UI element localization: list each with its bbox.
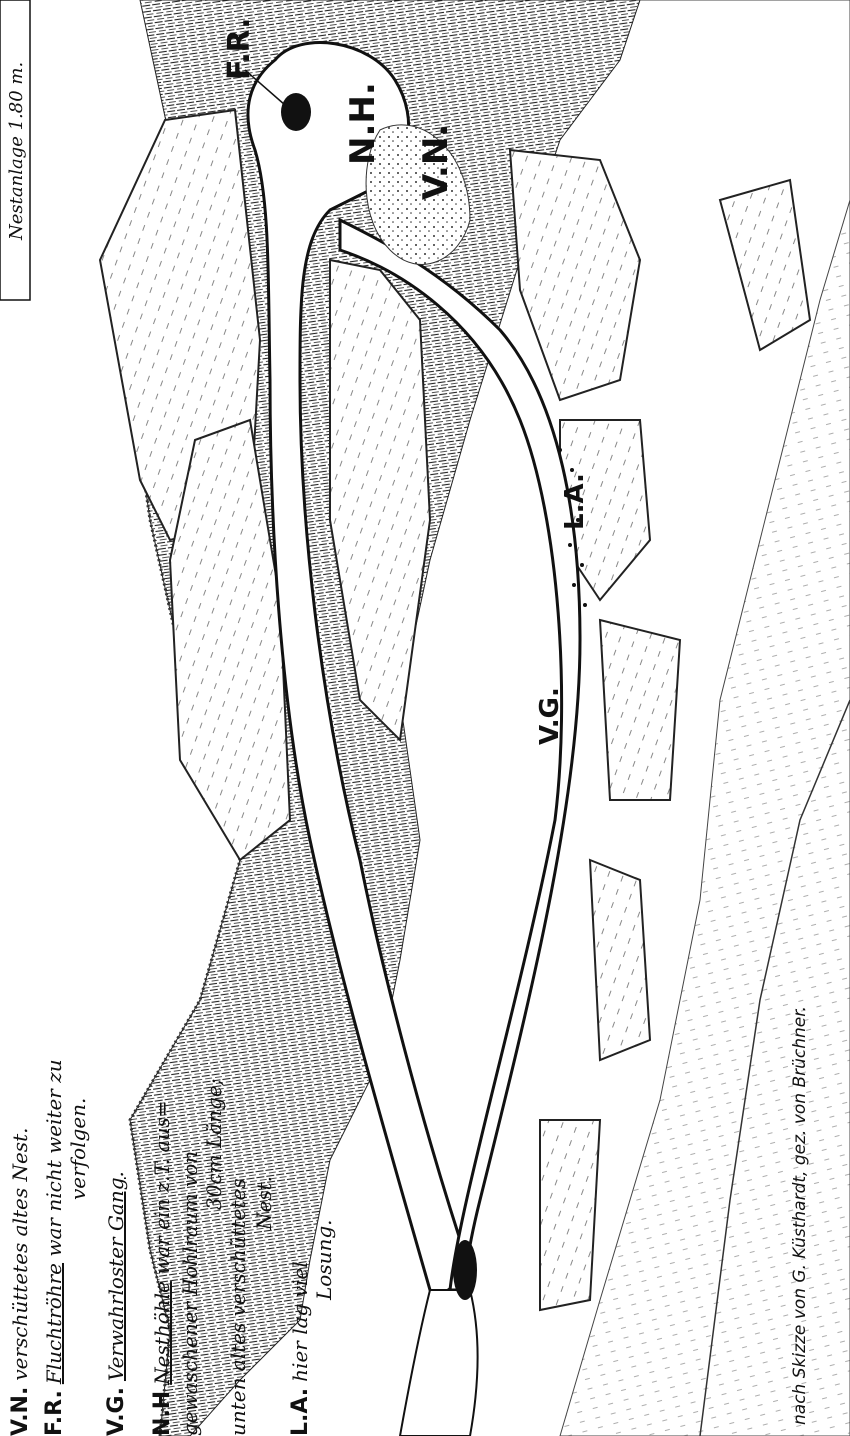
legend-nh-underlined: Nesthöhle <box>150 1281 174 1385</box>
stone-6 <box>600 620 680 800</box>
legend-fr-abbr: F.R. <box>42 1390 67 1436</box>
legend-nh-text: war ein z.T. aus= <box>150 1101 174 1282</box>
legend-nh-line4: unten altes verschüttetes <box>226 1178 250 1436</box>
legend-vn-abbr: V.N. <box>8 1387 33 1436</box>
label-vg: V.G. <box>535 687 565 745</box>
label-vn: V.N. <box>416 124 456 200</box>
legend-fr-text: war nicht weiter zu <box>42 1059 66 1263</box>
label-nh: N.H. <box>343 82 383 165</box>
legend-vn-text: verschüttetes altes Nest. <box>8 1128 32 1381</box>
legend-nh-text4: unten altes verschüttetes <box>226 1178 250 1436</box>
legend-nh-abbr: N.H <box>150 1391 175 1436</box>
legend-vn: V.N. verschüttetes altes Nest. <box>8 1128 33 1436</box>
legend-la-text2: Losung. <box>312 1219 336 1300</box>
legend-nh-line5: Nest. <box>252 1176 276 1230</box>
legend-vg-text: . <box>104 1171 128 1177</box>
legend-fr-text2: verfolgen. <box>66 1098 90 1200</box>
credit-line: nach Skizze von G. Küsthardt, gez. von B… <box>790 1006 810 1425</box>
legend-fr-underlined: Fluchtröhre <box>42 1263 66 1384</box>
escape-tube-hole <box>281 93 311 131</box>
depth-label: Nestanlage 1.80 m. <box>6 62 27 240</box>
legend-vg-abbr: V.G. <box>104 1387 129 1436</box>
label-la: L.A. <box>560 473 590 530</box>
legend-nh: N.H Nesthöhle war ein z.T. aus= <box>150 1101 175 1436</box>
legend-la-text: hier lag viel <box>288 1261 312 1381</box>
legend-vg-underlined: Verwahrloster Gang <box>104 1177 128 1381</box>
legend-nh-text2: gewaschener Hohlraum von <box>178 1151 202 1436</box>
burrow-exit <box>400 1290 478 1436</box>
label-fr: F.R. <box>222 17 257 80</box>
legend-la: L.A. hier lag viel <box>288 1261 313 1436</box>
legend-la-line2: Losung. <box>312 1219 336 1300</box>
stone-7 <box>590 860 650 1060</box>
stone-4 <box>510 150 640 400</box>
stone-8 <box>540 1120 600 1310</box>
stone-9 <box>720 180 810 350</box>
legend-nh-line2: gewaschener Hohlraum von <box>178 1151 202 1436</box>
legend-nh-text5: Nest. <box>252 1176 276 1230</box>
legend-la-abbr: L.A. <box>288 1388 313 1436</box>
tube-junction <box>453 1240 477 1300</box>
legend-nh-text3: 30cm Länge; <box>202 1079 226 1210</box>
legend-vg: V.G. Verwahrloster Gang. <box>104 1171 129 1436</box>
legend-nh-line3: 30cm Länge; <box>202 1079 226 1210</box>
legend-fr: F.R. Fluchtröhre war nicht weiter zu <box>42 1059 67 1436</box>
legend-fr-line2: verfolgen. <box>66 1098 90 1200</box>
